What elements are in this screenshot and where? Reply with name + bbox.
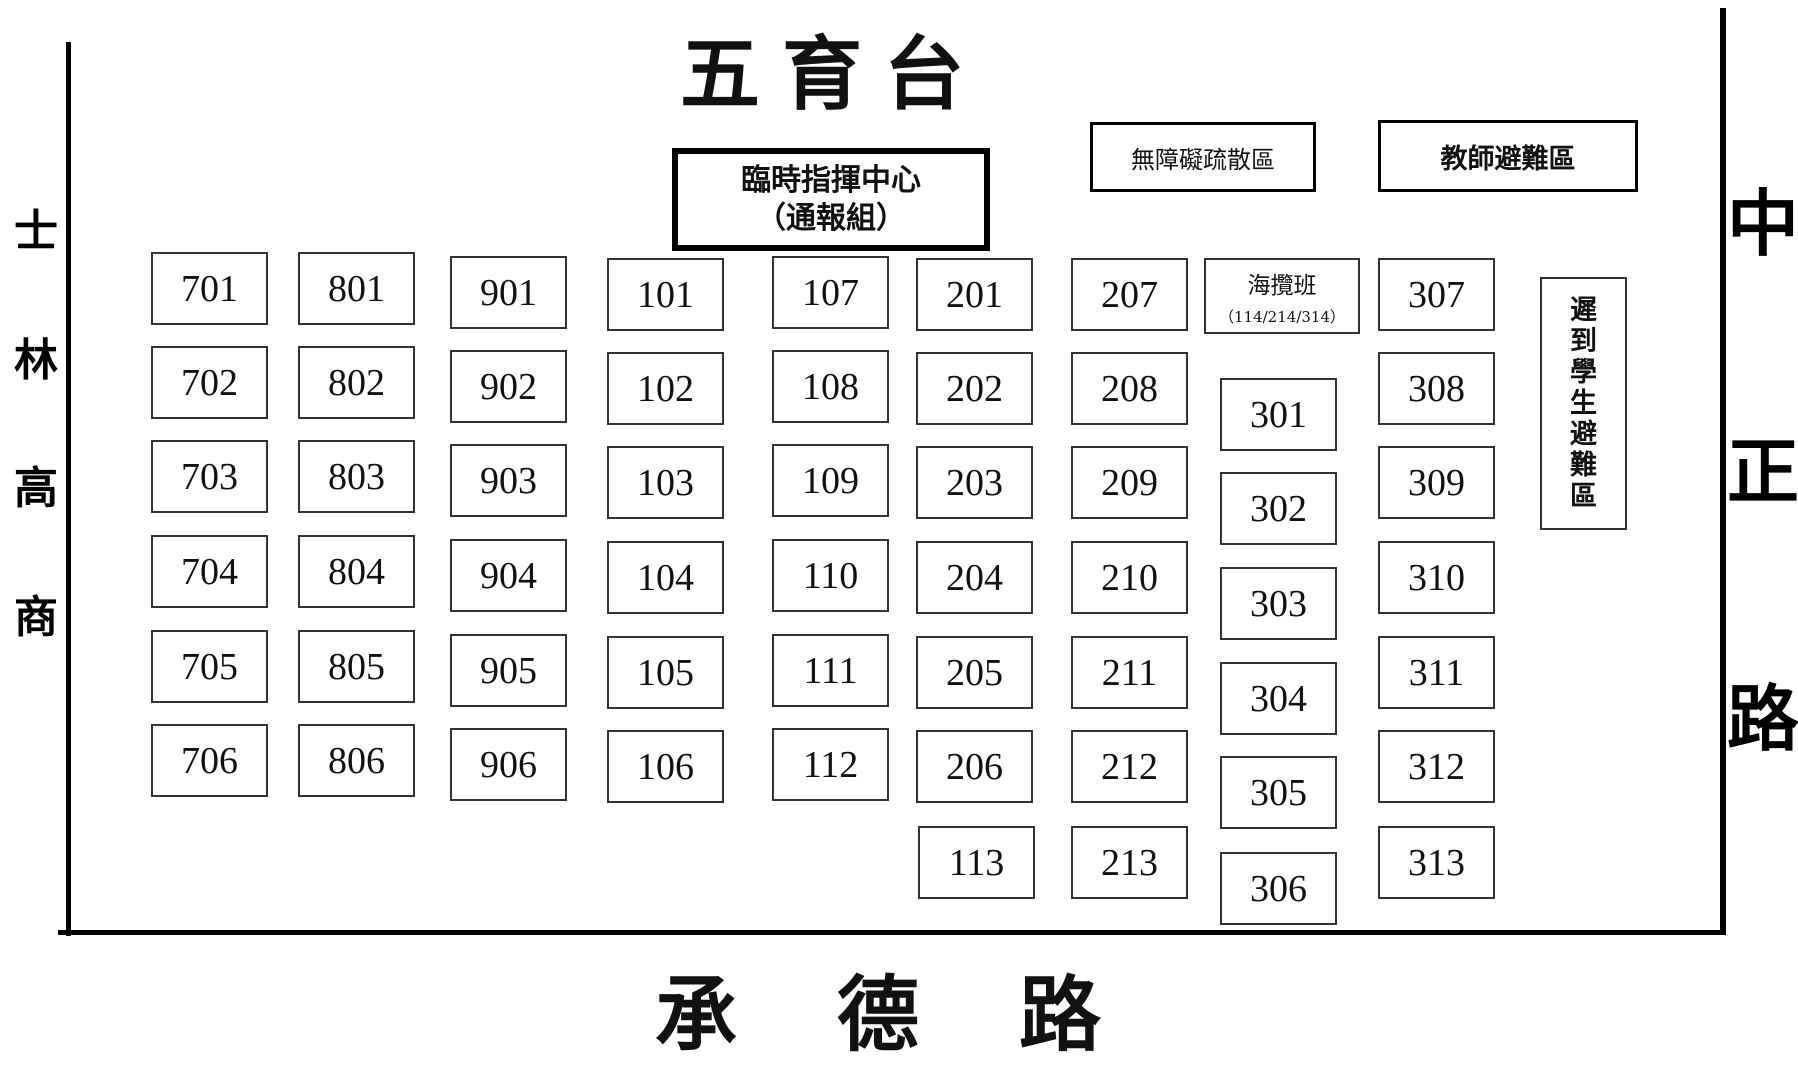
classroom-305: 305 [1220,756,1337,829]
classroom-212: 212 [1071,730,1188,803]
classroom-307: 307 [1378,258,1495,331]
classroom-309: 309 [1378,446,1495,519]
late-student-char: 生 [1570,388,1597,419]
classroom-308: 308 [1378,352,1495,425]
classroom-210: 210 [1071,541,1188,614]
late-student-char: 學 [1570,357,1597,388]
classroom-107: 107 [772,256,889,329]
late-student-char: 到 [1570,326,1597,357]
classroom-202: 202 [916,352,1033,425]
classroom-211: 211 [1071,636,1188,709]
classroom-108: 108 [772,350,889,423]
accessible-evacuation-area: 無障礙疏散區 [1090,122,1316,192]
classroom-802: 802 [298,346,415,419]
classroom-304: 304 [1220,662,1337,735]
classroom-303: 303 [1220,567,1337,640]
right-road-label: 中正路 [1727,165,1798,765]
classroom-805: 805 [298,630,415,703]
late-student-char: 遲 [1570,295,1597,326]
left-school-char: 林 [14,334,58,386]
classroom-313: 313 [1378,826,1495,899]
accessible-evacuation-label: 無障礙疏散區 [1131,145,1275,174]
left-boundary-line [66,42,71,936]
teacher-refuge-label: 教師避難區 [1440,143,1576,175]
classroom-201: 201 [916,258,1033,331]
classroom-204: 204 [916,541,1033,614]
classroom-704: 704 [151,535,268,608]
late-student-char: 難 [1570,450,1597,481]
late-student-char: 避 [1570,419,1597,450]
left-school-char: 士 [14,206,58,257]
classroom-102: 102 [607,352,724,425]
right-boundary-line [1720,8,1726,934]
classroom-301: 301 [1220,378,1337,451]
right-road-char: 中 [1727,181,1798,266]
special-class-name: 海攬班 [1247,272,1317,299]
classroom-902: 902 [450,350,567,423]
classroom-706: 706 [151,724,268,797]
classroom-101: 101 [607,258,724,331]
special-class-box: 海攬班 （114/214/314） [1204,258,1360,334]
classroom-207: 207 [1071,258,1188,331]
stage-title: 五育台 [680,27,986,121]
right-road-char: 路 [1727,676,1798,761]
command-center-line2: （通報組） [756,200,906,236]
late-student-char: 區 [1570,481,1597,512]
classroom-903: 903 [450,444,567,517]
classroom-106: 106 [607,730,724,803]
classroom-206: 206 [916,730,1033,803]
teacher-refuge-area: 教師避難區 [1378,120,1638,192]
classroom-205: 205 [916,636,1033,709]
classroom-801: 801 [298,252,415,325]
classroom-111: 111 [772,634,889,707]
classroom-701: 701 [151,252,268,325]
classroom-105: 105 [607,636,724,709]
classroom-109: 109 [772,444,889,517]
classroom-804: 804 [298,535,415,608]
bottom-road-label: 承德路 [655,967,1202,1063]
classroom-113: 113 [918,826,1035,899]
classroom-203: 203 [916,446,1033,519]
left-school-char: 高 [14,463,58,515]
classroom-209: 209 [1071,446,1188,519]
right-road-char: 正 [1727,428,1798,514]
command-center-line1: 臨時指揮中心 [741,162,921,198]
command-center-box: 臨時指揮中心 （通報組） [672,148,990,251]
classroom-302: 302 [1220,472,1337,545]
classroom-311: 311 [1378,636,1495,709]
classroom-904: 904 [450,539,567,612]
classroom-306: 306 [1220,852,1337,925]
classroom-703: 703 [151,440,268,513]
classroom-104: 104 [607,541,724,614]
left-school-char: 商 [14,591,58,643]
classroom-806: 806 [298,724,415,797]
classroom-705: 705 [151,630,268,703]
classroom-906: 906 [450,728,567,801]
late-student-refuge-area: 遲到學生避難區 [1540,277,1627,530]
classroom-103: 103 [607,446,724,519]
classroom-905: 905 [450,634,567,707]
classroom-803: 803 [298,440,415,513]
classroom-901: 901 [450,256,567,329]
classroom-112: 112 [772,728,889,801]
classroom-310: 310 [1378,541,1495,614]
bottom-boundary-line [58,930,1726,935]
classroom-110: 110 [772,539,889,612]
left-school-label: 士林高商 [8,195,64,645]
classroom-702: 702 [151,346,268,419]
classroom-213: 213 [1071,826,1188,899]
classroom-208: 208 [1071,352,1188,425]
classroom-312: 312 [1378,730,1495,803]
special-class-rooms: （114/214/314） [1219,307,1345,326]
